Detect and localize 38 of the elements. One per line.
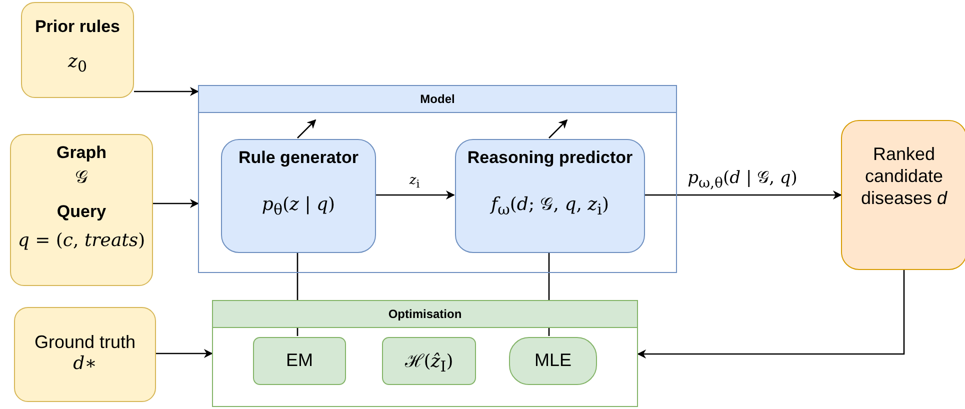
- math-expression: q = (c, treats): [18, 230, 146, 251]
- node-label: Ground truth: [34, 332, 136, 353]
- node-label: EM: [286, 350, 313, 371]
- math-expression: p$_{θ}$(z | q): [262, 194, 336, 219]
- math-expression: d∗: [73, 353, 97, 374]
- model-container: [198, 85, 677, 273]
- process-box: [455, 139, 645, 253]
- math-expression: f$_{ω}$(d; 𝒢, q, z$_{i}$): [490, 194, 609, 219]
- arrow: [156, 349, 213, 358]
- input-box: [14, 307, 156, 402]
- node-label: Ranked candidate diseases d: [860, 143, 948, 209]
- math-expression: ℋ(ẑ$_{I}$): [404, 350, 454, 376]
- method-box: [253, 337, 346, 385]
- arrow: [644, 190, 842, 200]
- optimisation-container: [212, 300, 638, 407]
- math-expression: z$_{0}$: [68, 51, 88, 76]
- process-box: [221, 139, 376, 253]
- input-box: [21, 2, 134, 98]
- container-title: Model: [199, 86, 676, 113]
- node-label: MLE: [534, 350, 572, 371]
- math-expression: 𝒢: [75, 167, 88, 188]
- node-title: Query: [56, 202, 106, 222]
- arrow: [153, 199, 199, 208]
- node-title: Reasoning predictor: [467, 148, 633, 168]
- input-box: [10, 134, 153, 286]
- arrow: [134, 87, 199, 96]
- update-arrow: [548, 119, 568, 138]
- method-box: [509, 337, 597, 385]
- container-title: Optimisation: [213, 301, 637, 328]
- node-title: Graph: [56, 143, 107, 163]
- node-title: Prior rules: [34, 17, 120, 37]
- arrow: [637, 270, 905, 358]
- arrow: [375, 190, 455, 200]
- edge-label: p$_{ω,θ}$(d | 𝒢, q): [686, 168, 800, 191]
- update-arrow: [297, 119, 316, 138]
- method-box: [382, 337, 476, 385]
- output-box: [841, 120, 965, 270]
- node-title: Rule generator: [238, 148, 358, 168]
